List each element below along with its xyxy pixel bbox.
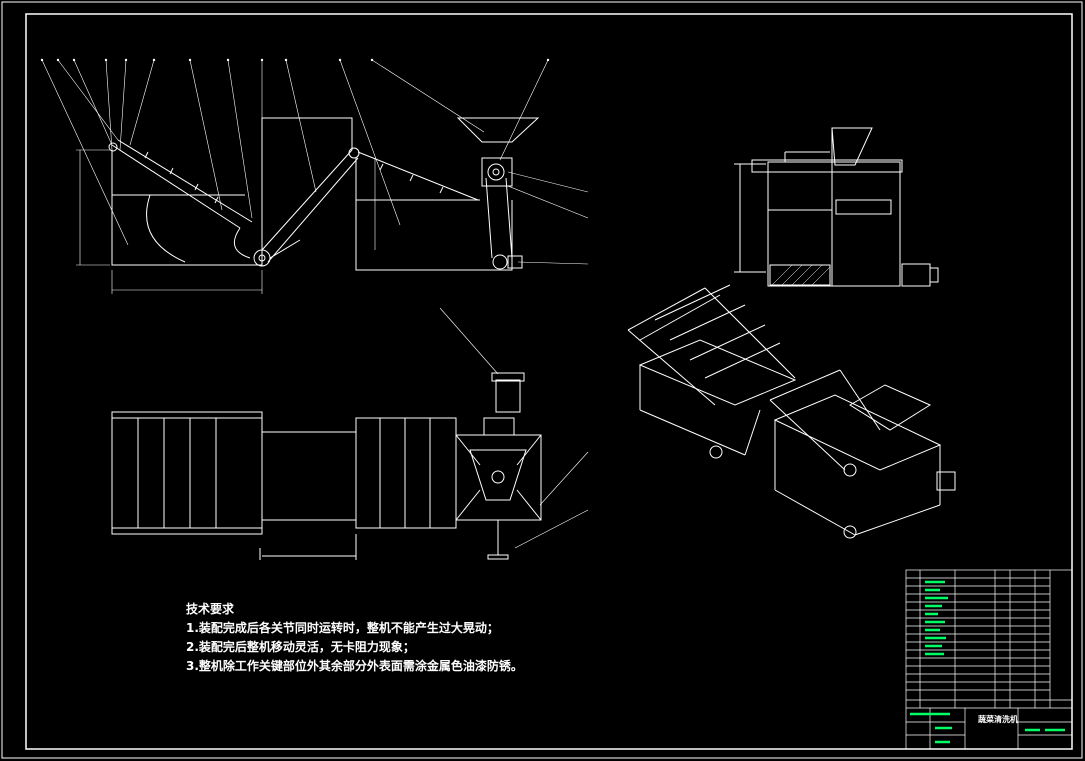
title-block-text-lines <box>910 580 1065 744</box>
side-view <box>734 127 939 287</box>
requirement-item-3: 3.整机除工作关键部位外其余部分外表面需涂金属色油漆防锈。 <box>186 659 523 673</box>
top-view <box>111 307 589 560</box>
isometric-view <box>627 284 956 539</box>
technical-requirements-heading: 技术要求 <box>186 602 235 616</box>
title-block <box>905 569 1073 750</box>
drawing-title: 蔬菜清洗机 <box>978 715 1018 724</box>
requirement-item-2: 2.装配完后整机移动灵活，无卡阻力现象； <box>186 640 415 654</box>
technical-requirements: 技术要求 1.装配完成后各关节同时运转时，整机不能产生过大晃动； 2.装配完后整… <box>186 600 523 676</box>
inner-frame <box>25 13 1073 750</box>
requirement-item-1: 1.装配完成后各关节同时运转时，整机不能产生过大晃动； <box>186 621 499 635</box>
front-view <box>40 58 589 294</box>
